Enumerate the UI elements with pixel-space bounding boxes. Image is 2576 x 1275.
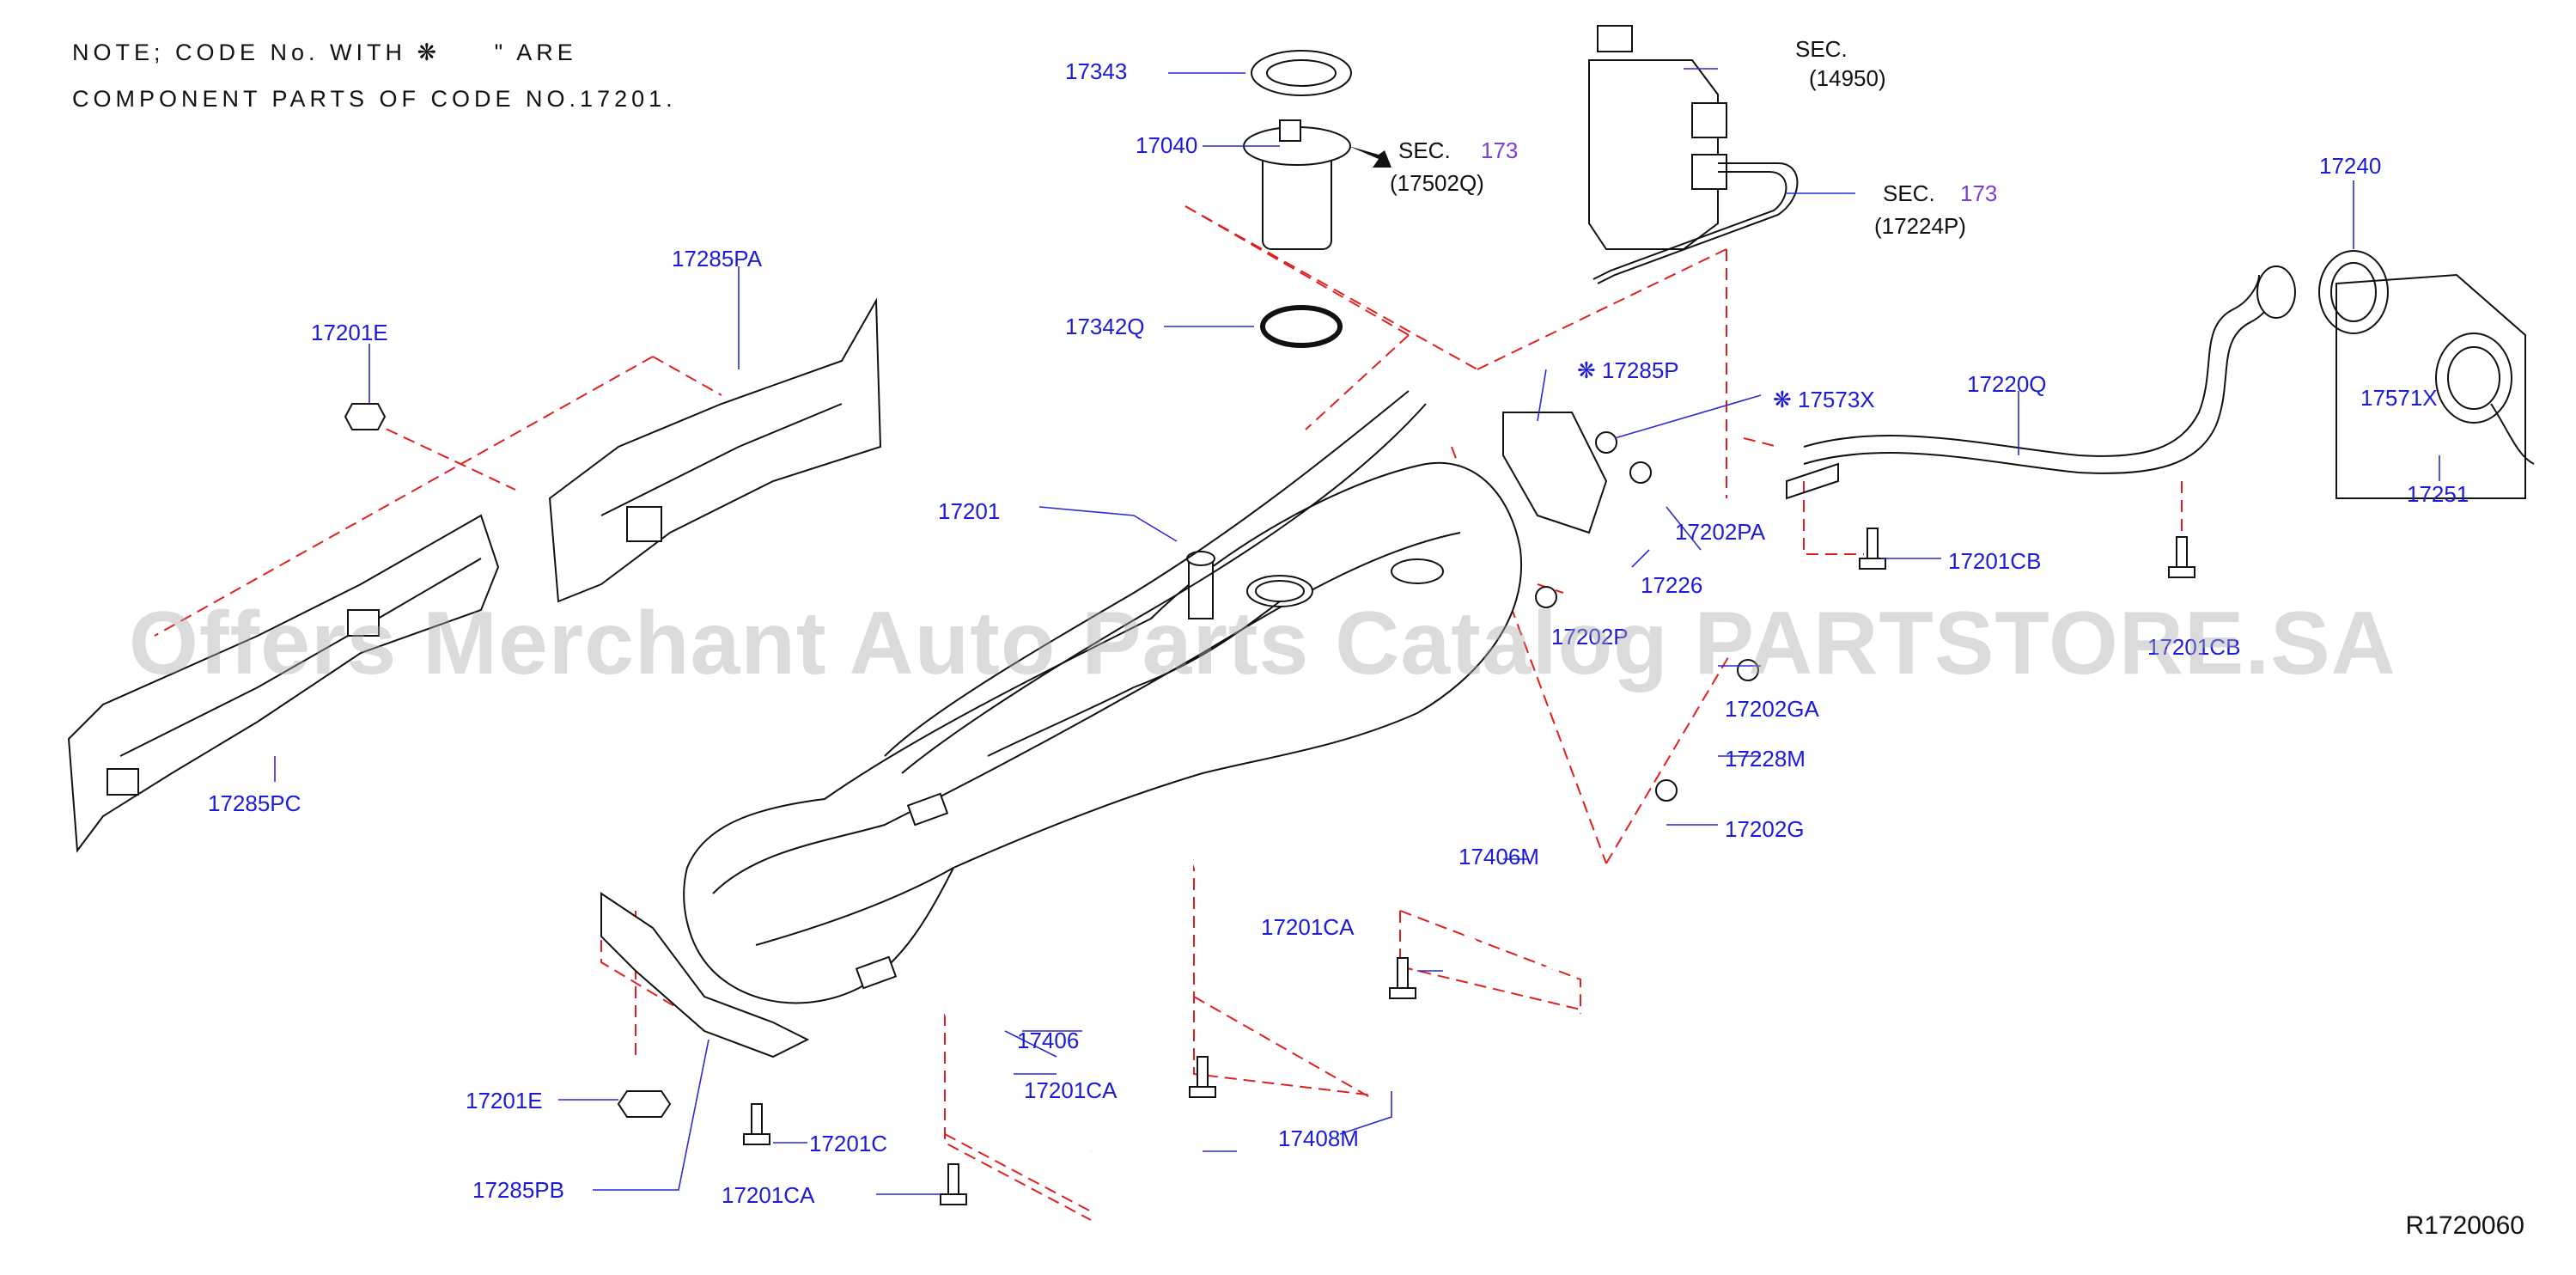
hoses-clips — [1502, 412, 1759, 802]
heat-shields — [67, 297, 882, 853]
part-callout[interactable]: 17406M — [1459, 844, 1539, 869]
part-callout[interactable]: 17201E — [466, 1088, 543, 1113]
leader-lines — [274, 68, 2440, 1195]
bolts-nuts — [344, 403, 2195, 1205]
part-callout[interactable]: 17201 — [938, 498, 1001, 524]
section-code[interactable]: (17224P) — [1874, 213, 1966, 239]
part-callout[interactable]: ❋ 17573X — [1773, 387, 1875, 412]
part-callout[interactable]: 17202GA — [1725, 696, 1819, 722]
part-callout[interactable]: 17201CB — [1948, 548, 2042, 574]
section-label[interactable]: SEC. — [1883, 180, 1935, 206]
watermark: Offers Merchant Auto Parts Catalog PARTS… — [129, 594, 2396, 693]
part-callout[interactable]: 17201CB — [2147, 634, 2241, 660]
part-callout[interactable]: ❋ 17285P — [1577, 357, 1679, 383]
tank-straps — [600, 764, 1583, 1174]
part-callout[interactable]: 17285PB — [472, 1177, 564, 1203]
part-callout[interactable]: 17226 — [1641, 572, 1703, 598]
part-callout[interactable]: 17040 — [1136, 132, 1198, 158]
assembly-dashed-lines — [154, 205, 2183, 1221]
part-callout[interactable]: 17201CA — [722, 1182, 815, 1208]
diagram-reference: R1720060 — [2405, 1211, 2524, 1240]
part-callout[interactable]: 17406 — [1017, 1028, 1080, 1053]
part-callout[interactable]: 17285PA — [672, 246, 763, 271]
part-callout[interactable]: 17251 — [2407, 481, 2469, 507]
part-callout[interactable]: 17201C — [809, 1131, 888, 1156]
section-number[interactable]: 173 — [1481, 137, 1519, 163]
section-code[interactable]: (17502Q) — [1390, 170, 1484, 196]
fuel-pump-module — [1243, 50, 1392, 348]
part-callout[interactable]: 17240 — [2319, 153, 2382, 179]
part-callout[interactable]: 17202P — [1551, 624, 1629, 650]
part-callout[interactable]: 17202G — [1725, 816, 1805, 842]
section-label[interactable]: SEC. — [1795, 36, 1848, 62]
note-line-1: NOTE; CODE No. WITH ❋ " ARE — [72, 40, 577, 65]
part-callout[interactable]: 17571X — [2360, 385, 2438, 411]
part-callout[interactable]: 17285PC — [208, 790, 301, 816]
part-callout[interactable]: 17201CA — [1261, 914, 1355, 940]
part-callout[interactable]: 17408M — [1278, 1126, 1359, 1151]
part-callout[interactable]: 17201CA — [1024, 1077, 1117, 1103]
filler-tube — [1786, 250, 2535, 500]
part-callout[interactable]: 17202PA — [1675, 519, 1766, 545]
part-callout[interactable]: 17343 — [1065, 58, 1128, 84]
note-line-2: COMPONENT PARTS OF CODE NO.17201. — [72, 86, 677, 112]
fuel-tank — [683, 390, 1523, 1004]
part-callout[interactable]: 17201E — [311, 320, 388, 345]
part-callout[interactable]: 17228M — [1725, 746, 1806, 772]
part-callout[interactable]: 17342Q — [1065, 314, 1145, 339]
section-code[interactable]: (14950) — [1809, 65, 1886, 91]
section-label[interactable]: SEC. — [1398, 137, 1451, 163]
section-number[interactable]: 173 — [1960, 180, 1998, 206]
evap-canister — [1588, 25, 1799, 284]
part-callout[interactable]: 17220Q — [1967, 371, 2047, 397]
